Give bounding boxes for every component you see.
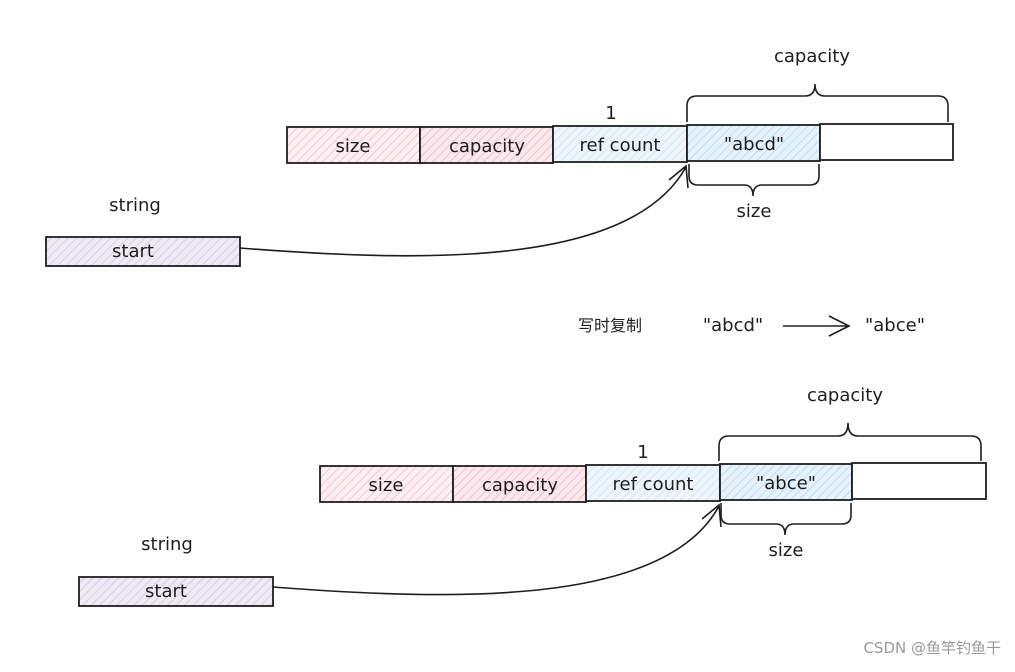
- cow-transition: 写时复制 "abcd" "abce": [578, 315, 925, 337]
- top-capacity-text: capacity: [449, 136, 525, 157]
- bottom-refcount-text: ref count: [613, 474, 694, 495]
- watermark: CSDN @鱼竿钓鱼干: [863, 639, 1001, 657]
- bottom-diagram: size capacity ref count "abce" 1 capacit…: [78, 385, 987, 607]
- top-capacity-brace: [686, 83, 949, 122]
- top-capacity-cell: [419, 126, 554, 164]
- top-size-label: size: [737, 201, 772, 222]
- cow-arrowhead: [828, 315, 851, 337]
- top-refcount-text: ref count: [580, 135, 661, 156]
- bottom-start-cell: [78, 576, 274, 607]
- bottom-data-text: "abce": [756, 473, 816, 494]
- bottom-refcount-value: 1: [637, 442, 648, 463]
- cow-from-value: "abcd": [703, 315, 763, 336]
- cow-to-value: "abce": [865, 315, 925, 336]
- top-refcount-cell: [552, 125, 688, 163]
- bottom-capacity-label: capacity: [807, 385, 883, 406]
- top-start-cell: [45, 236, 241, 267]
- bottom-size-cell: [319, 465, 454, 503]
- bottom-string-label: string: [141, 534, 193, 555]
- bottom-start-text: start: [145, 581, 187, 602]
- bottom-size-text: size: [369, 475, 404, 496]
- bottom-size-brace: [720, 503, 852, 536]
- top-size-text: size: [336, 136, 371, 157]
- bottom-free-cell: [851, 462, 987, 500]
- top-data-text: "abcd": [724, 134, 784, 155]
- top-refcount-value: 1: [605, 103, 616, 124]
- bottom-size-label: size: [769, 540, 804, 561]
- bottom-capacity-text: capacity: [482, 475, 558, 496]
- top-string-label: string: [109, 195, 161, 216]
- bottom-refcount-cell: [585, 464, 721, 502]
- cow-label: 写时复制: [578, 316, 642, 335]
- top-pointer-arrow: [239, 166, 687, 257]
- bottom-pointer-arrowhead: [701, 503, 722, 528]
- top-size-brace: [688, 164, 820, 197]
- bottom-pointer-arrow: [272, 505, 720, 596]
- bottom-data-cell: [719, 463, 853, 501]
- bottom-capacity-brace: [718, 422, 982, 461]
- top-start-text: start: [112, 241, 154, 262]
- top-free-cell: [819, 123, 954, 161]
- bottom-string-buffer: size capacity ref count "abce": [319, 462, 987, 503]
- top-pointer-arrowhead: [668, 164, 689, 189]
- top-diagram: size capacity ref count "abcd" 1 capacit…: [45, 46, 954, 267]
- top-string-buffer: size capacity ref count "abcd": [286, 123, 954, 164]
- top-capacity-label: capacity: [774, 46, 850, 67]
- top-size-cell: [286, 126, 421, 164]
